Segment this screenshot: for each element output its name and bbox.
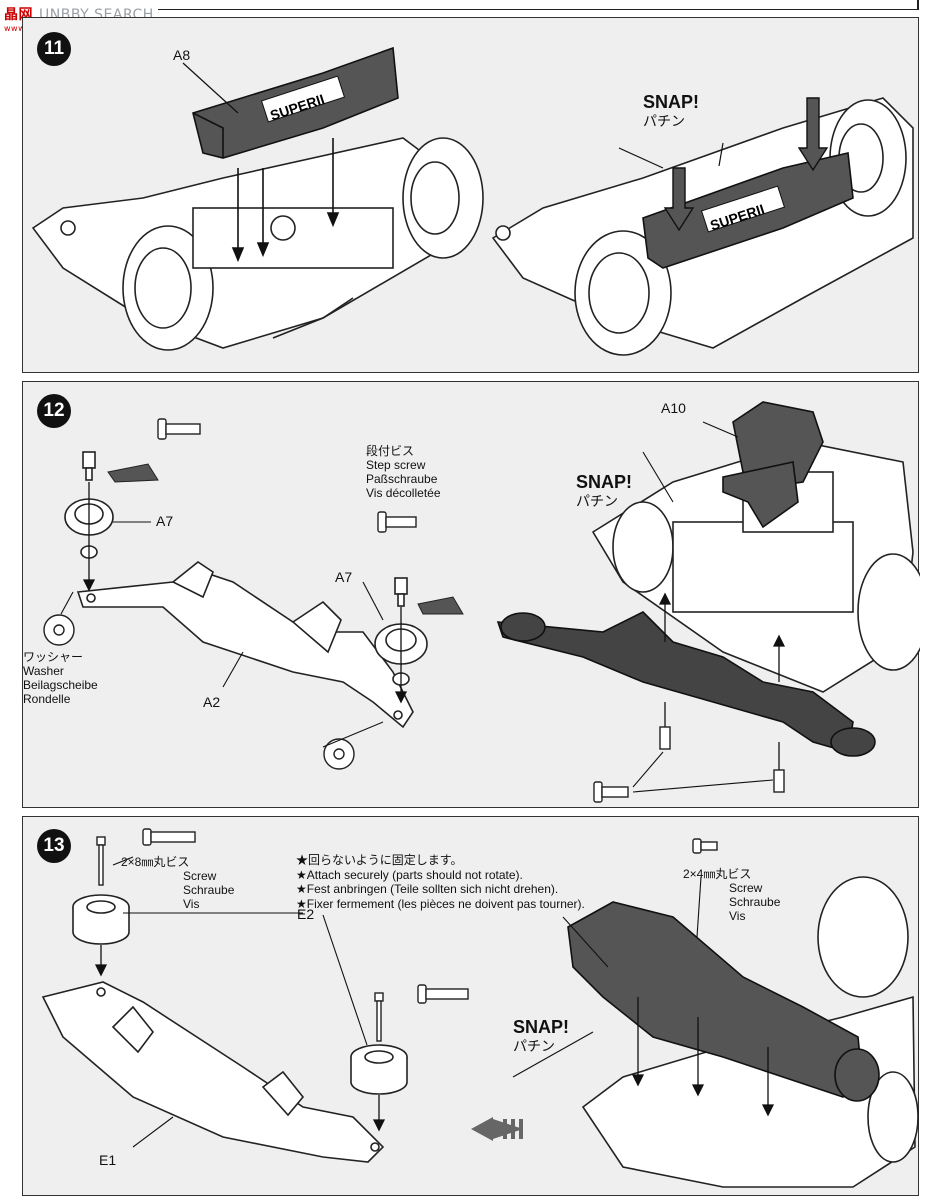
step-number-11: 11	[37, 32, 71, 66]
snap-text: SNAP!	[576, 472, 633, 492]
snap-label-step-13: SNAP! パチン	[513, 1017, 569, 1057]
step-number-12: 12	[37, 394, 71, 428]
screw-label-2x8: 2×8㎜丸ビス Screw Schraube Vis	[121, 855, 234, 911]
screw-2x8-de: Schraube	[183, 883, 235, 897]
snap-text: SNAP!	[643, 92, 700, 112]
warning-de: ★Fest anbringen (Teile sollten sich nich…	[296, 882, 559, 896]
screw-2x8-fr: Vis	[183, 897, 200, 911]
step-screw-jp: 段付ビス	[366, 444, 415, 458]
step-11-panel: 11 SUPERII	[22, 17, 919, 373]
step-13-illustration	[41, 828, 919, 1188]
snap-text-jp: パチン	[513, 1039, 555, 1055]
snap-text-jp: パチン	[643, 114, 685, 130]
step-screw-label: 段付ビス Step screw Paßschraube Vis décollet…	[366, 444, 441, 500]
screw-2x4-de: Schraube	[729, 895, 781, 909]
part-label-a7-right: A7	[335, 569, 353, 585]
washer-de: Beilagscheibe	[23, 678, 98, 692]
step-screw-de: Paßschraube	[366, 472, 438, 486]
part-label-a10: A10	[661, 400, 686, 416]
step-number-13: 13	[37, 829, 71, 863]
screw-label-2x4: 2×4㎜丸ビス Screw Schraube Vis	[683, 867, 780, 923]
washer-label: ワッシャー Washer Beilagscheibe Rondelle	[23, 650, 98, 706]
part-label-e2: E2	[297, 906, 315, 922]
attach-warning: ★回らないように固定します。 ★Attach securely (parts s…	[296, 853, 585, 911]
washer-en: Washer	[23, 664, 64, 678]
step-screw-fr: Vis décolletée	[366, 486, 441, 500]
warning-jp: ★回らないように固定します。	[296, 853, 463, 867]
step-12-illustration	[43, 401, 920, 803]
step-12-panel: 12	[22, 381, 920, 808]
screw-2x4-jp: 2×4㎜丸ビス	[683, 867, 752, 881]
screw-2x8-en: Screw	[183, 869, 217, 883]
snap-label-step-12: SNAP! パチン	[576, 472, 632, 512]
warning-fr: ★Fixer fermement (les pièces ne doivent …	[296, 896, 585, 911]
washer-fr: Rondelle	[23, 692, 71, 706]
part-label-a2: A2	[203, 694, 221, 710]
screw-2x4-en: Screw	[729, 881, 763, 895]
part-label-e1: E1	[99, 1152, 117, 1168]
top-rule-end	[917, 0, 919, 10]
snap-text-jp: パチン	[576, 494, 618, 510]
screw-2x4-fr: Vis	[729, 909, 746, 923]
snap-text: SNAP!	[513, 1017, 570, 1037]
snap-label-step-11: SNAP! パチン	[643, 92, 699, 132]
step-11-illustration: SUPERII SUPERII	[31, 46, 914, 356]
top-rule	[158, 9, 918, 10]
part-label-a7-left: A7	[156, 513, 174, 529]
step-13-panel: 13	[22, 816, 919, 1196]
screw-2x8-jp: 2×8㎜丸ビス	[121, 855, 190, 869]
step-screw-en: Step screw	[366, 458, 426, 472]
warning-en: ★Attach securely (parts should not rotat…	[296, 867, 523, 882]
part-label-a8: A8	[173, 47, 191, 63]
washer-jp: ワッシャー	[23, 650, 84, 664]
